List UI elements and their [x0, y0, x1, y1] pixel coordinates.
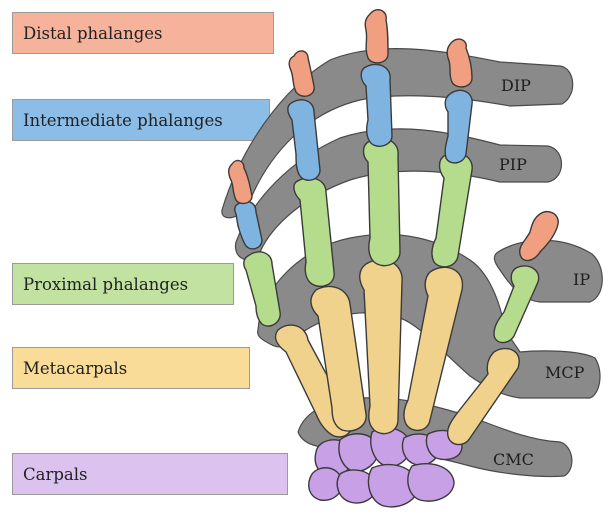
- joint-label-dip: DIP: [501, 76, 531, 95]
- joint-label-ip: IP: [573, 270, 590, 289]
- joint-label-cmc: CMC: [493, 450, 534, 469]
- joint-label-pip: PIP: [499, 155, 527, 174]
- carpal-bones: [309, 428, 462, 507]
- joint-label-mcp: MCP: [545, 363, 585, 382]
